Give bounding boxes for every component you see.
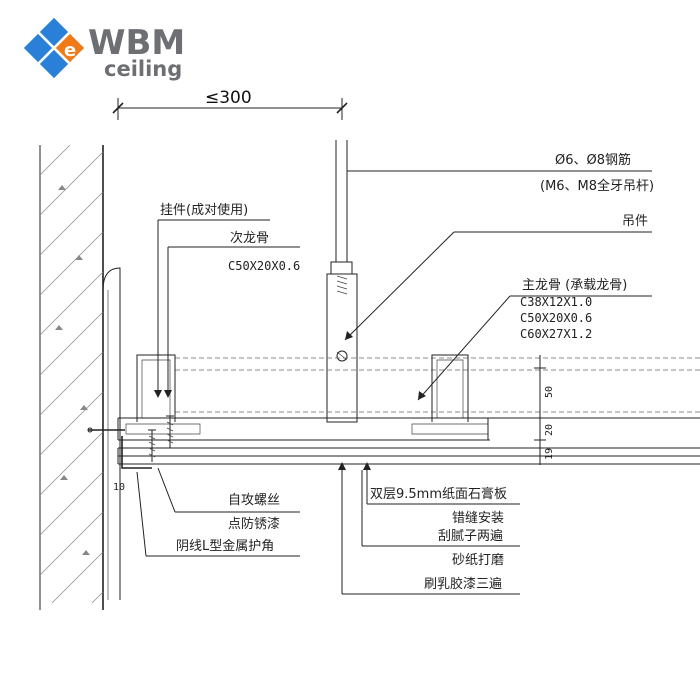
label-main-keel-spec-1: C38X12X1.0 <box>520 295 592 309</box>
label-rebar: Ø6、Ø8钢筋 <box>555 152 631 168</box>
label-main-keel-spec-3: C60X27X1.2 <box>520 327 592 341</box>
label-hanger-pair: 挂件(成对使用) <box>160 202 248 218</box>
self-tapping-screws <box>148 415 174 462</box>
logo-brand-bottom: ceiling <box>104 57 182 81</box>
label-rust: 点防锈漆 <box>228 516 280 532</box>
label-board-sub: 错缝安装 <box>452 511 504 526</box>
svg-text:e: e <box>64 40 76 61</box>
label-board: 双层9.5mm纸面石膏板 <box>370 486 507 502</box>
wbm-logo: e WBM ceiling <box>23 17 185 81</box>
label-paint: 刷乳胶漆三遍 <box>424 576 502 592</box>
dim-19: 19 <box>544 448 555 460</box>
main-keel <box>175 357 700 413</box>
labels: Ø6、Ø8钢筋 (M6、M8全牙吊杆) 挂件(成对使用) 吊件 次龙骨 C50X… <box>160 152 654 592</box>
label-hanger: 吊件 <box>622 214 648 229</box>
main-keel-channel <box>431 354 469 422</box>
label-putty: 刮腻子两遍 <box>438 528 503 544</box>
wall <box>39 144 121 610</box>
label-secondary-keel-spec: C50X20X0.6 <box>228 259 300 273</box>
wall-anchor <box>87 427 125 433</box>
label-secondary-keel: 次龙骨 <box>230 230 269 246</box>
hanger-rod <box>330 140 353 295</box>
dim-wall-gap: 10 <box>113 482 125 493</box>
secondary-keel-channel <box>136 354 176 422</box>
label-sand: 砂纸打磨 <box>452 553 504 568</box>
keel-profile-strip <box>117 417 700 441</box>
logo-brand-top: WBM <box>88 23 185 63</box>
l-corner-guard <box>121 436 152 469</box>
logo-diamond-icon: e <box>23 17 85 79</box>
right-dimensions: 50 20 19 <box>534 355 555 465</box>
dim-20: 20 <box>544 424 555 436</box>
dim-50: 50 <box>544 386 555 398</box>
leader-lines <box>136 170 652 595</box>
hanger-bracket <box>326 273 358 423</box>
top-dimension: ≤300 <box>112 88 348 120</box>
top-dimension-label: ≤300 <box>205 88 252 108</box>
label-main-keel: 主龙骨 (承载龙骨) <box>522 278 627 293</box>
label-corner: 阴线L型金属护角 <box>176 538 274 554</box>
label-screw: 自攻螺丝 <box>228 493 280 508</box>
label-main-keel-spec-2: C50X20X0.6 <box>520 311 592 325</box>
gypsum-boards <box>117 447 700 465</box>
leader-arrows <box>154 331 426 470</box>
label-rebar-sub: (M6、M8全牙吊杆) <box>540 178 654 194</box>
